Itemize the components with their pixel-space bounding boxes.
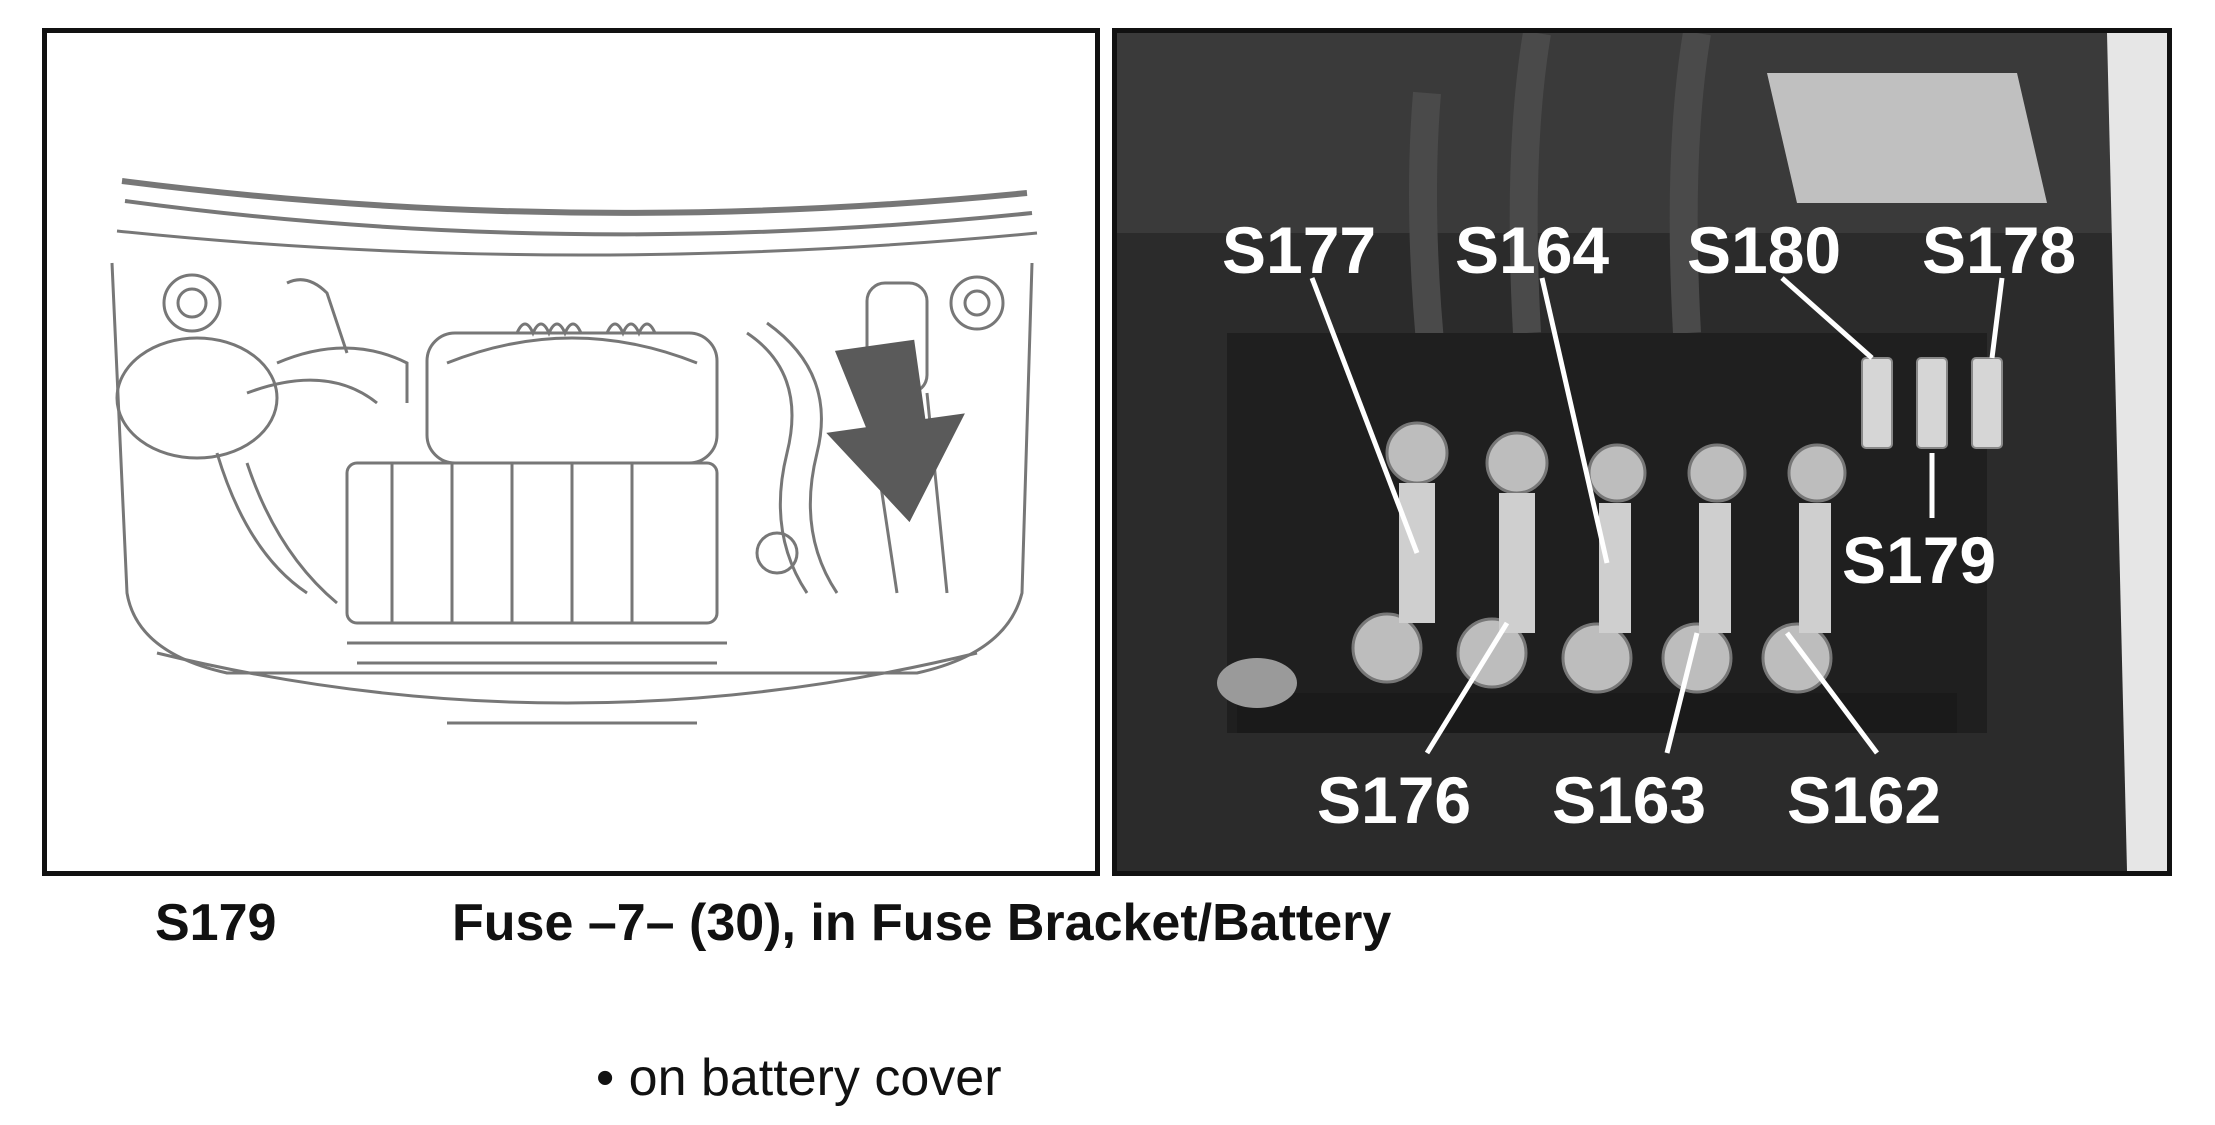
fuse-bracket-photo: S177 S164 S180 S178 S179 S176 S163 S162 <box>1112 28 2172 876</box>
location-note: • on battery cover <box>596 1049 1002 1107</box>
label-s176: S176 <box>1317 763 1471 837</box>
label-s178: S178 <box>1922 213 2076 287</box>
label-s164: S164 <box>1455 213 1609 287</box>
label-s180: S180 <box>1687 213 1841 287</box>
engine-bay-illustration <box>110 178 1038 725</box>
fuse-id: S179 <box>155 894 277 952</box>
location-arrow <box>826 339 965 523</box>
fuse-bracket-illustration: S177 S164 S180 S178 S179 S176 S163 S162 <box>1117 33 2167 871</box>
engine-bay-drawing <box>42 28 1100 876</box>
label-s162: S162 <box>1787 763 1941 837</box>
label-s163: S163 <box>1552 763 1706 837</box>
fuse-title: Fuse –7– (30), in Fuse Bracket/Battery <box>452 894 1392 952</box>
label-s179: S179 <box>1842 523 1996 597</box>
callout-leaders <box>1309 276 2005 755</box>
label-s177: S177 <box>1222 213 1376 287</box>
